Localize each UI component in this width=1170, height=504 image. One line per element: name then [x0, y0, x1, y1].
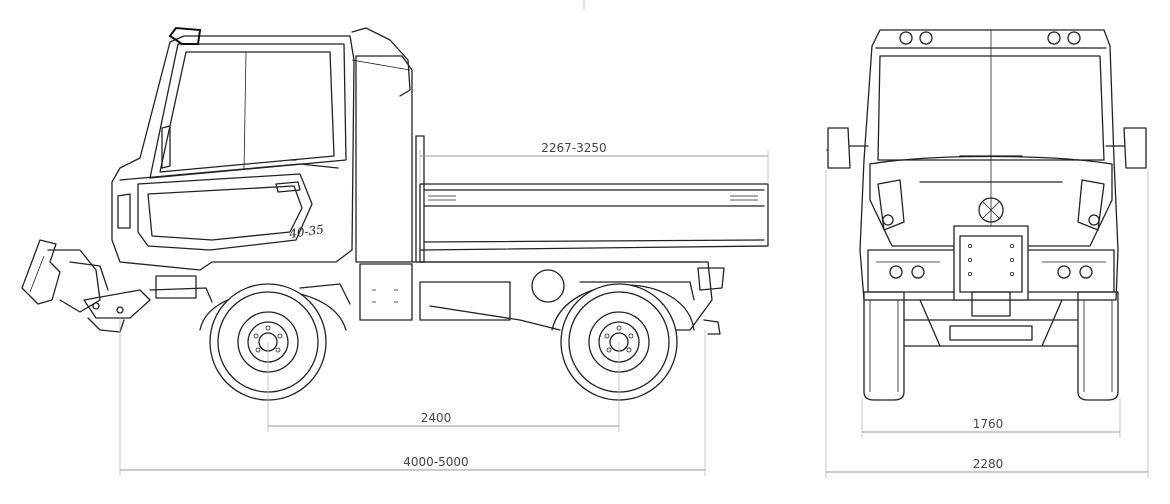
- overall-width-label: 2280: [973, 457, 1004, 471]
- model-badge: 40-35: [287, 222, 324, 241]
- front-cab: [859, 29, 1119, 301]
- cab: [111, 26, 411, 271]
- front-view-left-tire: [863, 291, 905, 401]
- front-hitch-plate: [953, 225, 1029, 317]
- left-mirror: [826, 127, 869, 169]
- rear-cab-tank: [355, 55, 425, 321]
- front-view-right-tire: [1077, 291, 1119, 401]
- side-view-vehicle: 40-35: [21, 26, 769, 401]
- front-axle: [903, 299, 1079, 347]
- cargo-bed: [419, 183, 769, 263]
- front-implement: [21, 239, 151, 333]
- front-view-vehicle: [826, 29, 1147, 401]
- overall-length-label: 4000-5000: [403, 455, 468, 469]
- track-width-label: 1760: [973, 417, 1004, 431]
- side-dimensions: 2267-3250 2400 4000-5000: [119, 141, 769, 476]
- front-dimensions: 1760 2280: [825, 170, 1149, 478]
- right-mirror: [1105, 127, 1147, 169]
- rear-wheel: [551, 283, 695, 401]
- brand-emblem-icon: [978, 197, 1004, 223]
- front-wheel: [199, 283, 347, 401]
- platform-length-label: 2267-3250: [541, 141, 606, 155]
- front-bumper: [867, 249, 1115, 293]
- wheelbase-label: 2400: [421, 411, 452, 425]
- chassis: [149, 261, 725, 335]
